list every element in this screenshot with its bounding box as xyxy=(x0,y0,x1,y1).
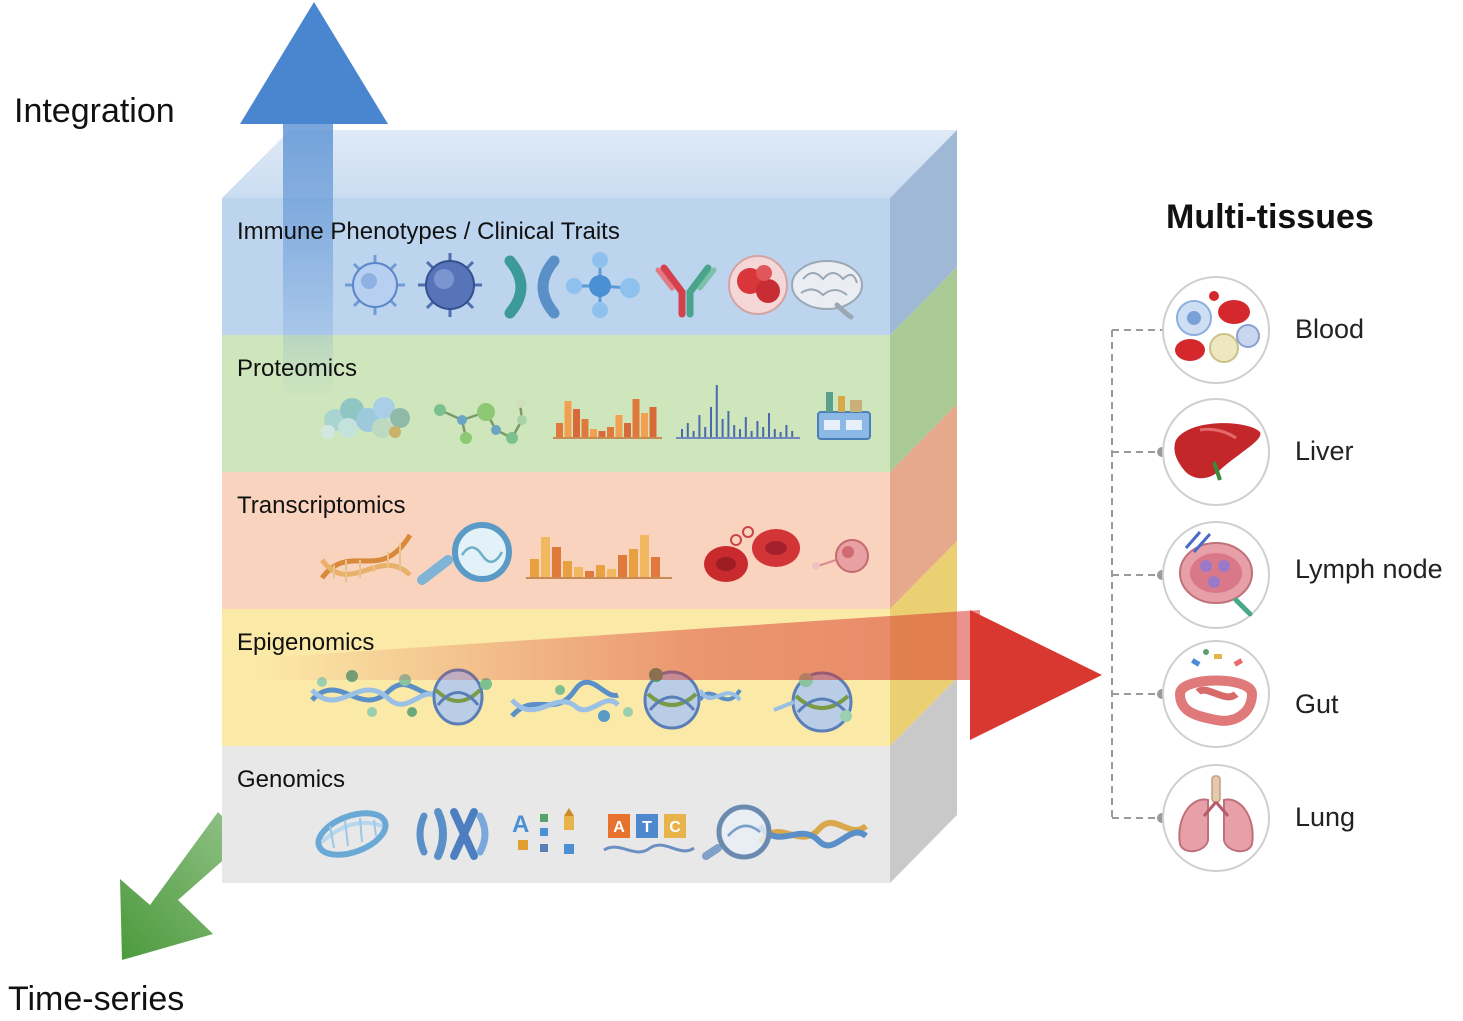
bar-icon-bar xyxy=(618,555,627,577)
layer-front-face xyxy=(222,335,890,472)
integration-arrow xyxy=(240,2,388,400)
tissue-connector xyxy=(1111,329,1170,819)
time-series-label: Time-series xyxy=(8,980,184,1018)
tissue-list: Blood Liver Lymph node xyxy=(1162,276,1443,872)
bar-icon-bar xyxy=(607,569,616,577)
bar-icon-bar xyxy=(574,567,583,577)
tissue-label-lung: Lung xyxy=(1295,802,1355,832)
layer-front-face xyxy=(222,746,890,883)
virus-icon xyxy=(418,253,482,317)
bar-icon-bar xyxy=(541,537,550,577)
layer-side-face xyxy=(890,678,957,883)
bar-icon-bar xyxy=(581,419,589,437)
bar-icon-bar xyxy=(632,399,640,437)
brain-icon xyxy=(791,260,863,320)
magnifier-icon xyxy=(417,522,512,585)
bar-icon-bar xyxy=(640,535,649,577)
chromosome-icon xyxy=(416,808,489,860)
dna-helix-icon xyxy=(315,810,389,858)
bar-icon-bar xyxy=(564,401,572,437)
bar-icon-bar xyxy=(624,423,631,437)
bar-icon-bar xyxy=(530,559,539,577)
layer-label-epigenomics: Epigenomics xyxy=(237,629,374,656)
layer-label-genomics: Genomics xyxy=(237,766,345,793)
chromatin-icon xyxy=(510,679,633,722)
bar-chart-bars xyxy=(530,535,660,577)
tissue-blood: Blood xyxy=(1162,276,1364,384)
virus-icon xyxy=(345,255,405,315)
sequence-icon: A T C xyxy=(603,814,695,854)
gut-icon xyxy=(1174,649,1258,726)
bar-icon-bar xyxy=(585,571,594,577)
block-top-face xyxy=(222,130,957,198)
tissue-liver: Liver xyxy=(1162,398,1354,506)
layer-side-face xyxy=(890,267,957,472)
bar-icon-bar xyxy=(649,407,657,437)
molecule-chain-icon xyxy=(434,398,527,444)
integration-label: Integration xyxy=(14,92,175,130)
proteomics-icons xyxy=(321,385,871,444)
bar-icon-bar xyxy=(607,427,614,437)
layer-label-immune: Immune Phenotypes / Clinical Traits xyxy=(237,218,620,245)
layer-label-proteomics: Proteomics xyxy=(237,355,357,382)
lymph-node-icon xyxy=(1179,531,1253,617)
tissue-arrow xyxy=(260,610,1102,740)
transcriptomics-icons xyxy=(319,522,869,585)
bar-icon-bar xyxy=(629,549,638,577)
bar-icon-bar xyxy=(552,547,561,577)
layer-label-transcriptomics: Transcriptomics xyxy=(237,492,405,519)
tissue-label-blood: Blood xyxy=(1295,314,1364,344)
sequence-letter-a: A xyxy=(613,819,625,836)
genomics-icons: A A T C xyxy=(315,804,868,860)
svg-text:A: A xyxy=(512,811,529,838)
bar-icon-bar xyxy=(596,565,605,577)
bar-icon-bar xyxy=(641,413,648,437)
magnifier-icon xyxy=(702,804,868,860)
sequence-letter-c: C xyxy=(669,819,681,836)
tissue-axis-title: Multi-tissues xyxy=(1166,198,1374,236)
red-blood-cell-icon xyxy=(704,526,800,582)
tissue-label-lymph-node: Lymph node xyxy=(1295,554,1443,584)
dna-helix-icon xyxy=(319,533,413,582)
bar-icon-bar xyxy=(598,431,606,437)
layer-side-face xyxy=(890,130,957,335)
bar-chart-bars xyxy=(556,399,657,437)
tissue-lung: Lung xyxy=(1162,764,1355,872)
chromosome-icon xyxy=(504,255,560,319)
tissue-label-liver: Liver xyxy=(1295,436,1354,466)
liver-icon xyxy=(1174,423,1261,481)
tissue-lymph-node: Lymph node xyxy=(1162,521,1443,629)
immune-icons xyxy=(345,252,863,320)
lung-icon xyxy=(1178,775,1254,853)
mass-spectrum-peaks xyxy=(681,385,794,437)
time-series-arrow xyxy=(120,812,246,960)
bar-icon-bar xyxy=(556,423,563,437)
bar-icon-bar xyxy=(615,415,623,437)
blood-cells-icon xyxy=(1175,291,1260,363)
lab-instrument-icon xyxy=(817,392,871,440)
bar-icon-bar xyxy=(563,561,572,577)
bar-icon-bar xyxy=(573,409,580,437)
layer-side-face xyxy=(890,404,957,609)
letters-icon: A xyxy=(512,808,574,854)
protein-cluster-icon xyxy=(321,397,410,439)
sequence-letter-t: T xyxy=(642,819,652,836)
bar-icon-bar xyxy=(590,429,597,437)
tissue-label-gut: Gut xyxy=(1295,689,1339,719)
tissue-gut: Gut xyxy=(1162,640,1339,748)
cell-icon xyxy=(812,539,869,573)
cell-icon xyxy=(728,255,788,315)
antibody-icon xyxy=(655,264,717,318)
molecule-icon xyxy=(566,252,640,318)
bar-icon-bar xyxy=(651,557,660,577)
